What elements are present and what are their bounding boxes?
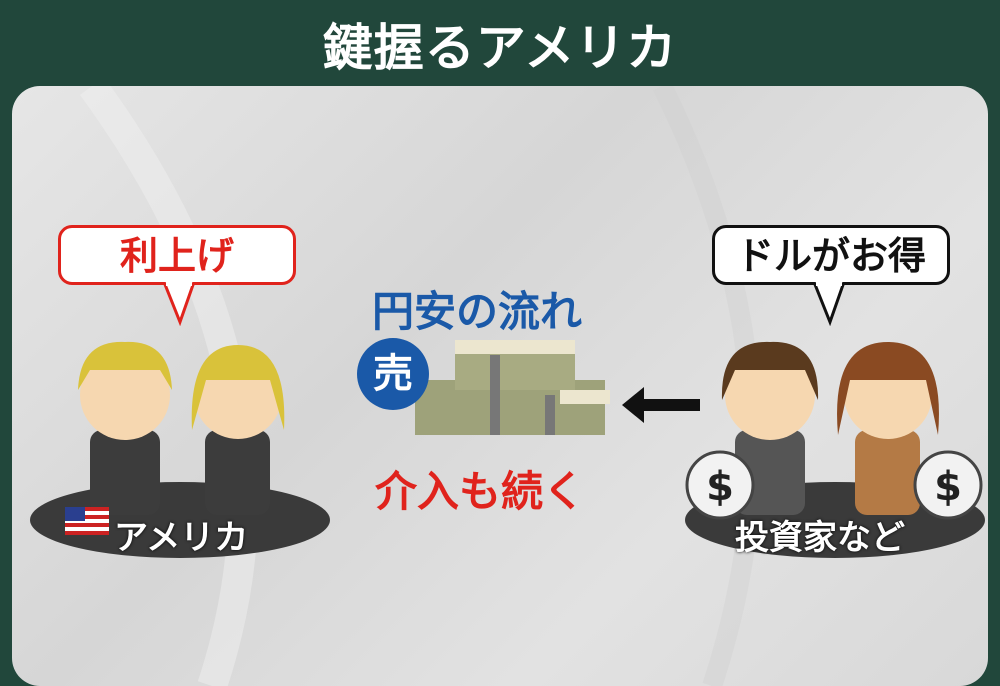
bubble-tail: [162, 282, 196, 326]
money-bag-icon: $: [913, 450, 983, 520]
intervention-text: 介入も続く: [375, 467, 586, 516]
us-flag-icon: [65, 507, 109, 535]
yen-bundles-icon: [415, 340, 610, 435]
america-label: アメリカ: [114, 518, 249, 558]
money-bag-icon: $: [685, 450, 755, 520]
woman-figure: [837, 342, 939, 515]
investors-illustration: $ $: [685, 341, 985, 558]
sell-badge: 売: [357, 338, 429, 410]
svg-text:$: $: [706, 464, 734, 510]
investors-label: 投資家など: [735, 518, 905, 558]
woman-figure: [191, 345, 285, 515]
rate-hike-bubble: 利上げ: [58, 225, 296, 285]
dollar-advantage-bubble: ドルがお得: [712, 225, 950, 285]
americans-illustration: [30, 341, 330, 558]
svg-text:$: $: [934, 464, 962, 510]
bubble-tail: [812, 282, 846, 326]
page-title: 鍵握るアメリカ: [322, 19, 678, 77]
yen-weakness-text: 円安の流れ: [372, 287, 583, 336]
man-figure: [78, 341, 172, 515]
arrow-left-icon: [622, 387, 700, 423]
